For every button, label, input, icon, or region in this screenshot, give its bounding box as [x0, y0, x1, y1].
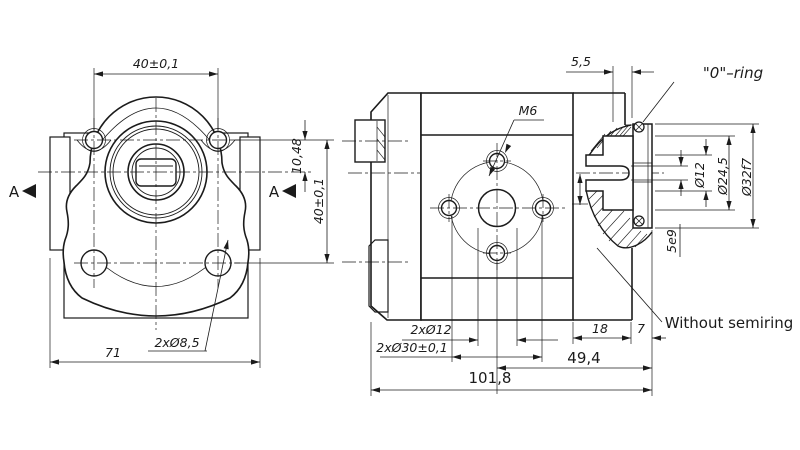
dim-40-top: 40±0,1 — [133, 56, 179, 71]
shaft-section — [585, 135, 634, 211]
front-view — [38, 96, 312, 330]
dim-71: 71 — [105, 345, 121, 360]
dim-7: 7 — [637, 321, 645, 336]
front-view-centerlines — [38, 98, 312, 330]
lower-port-boss — [368, 239, 389, 313]
o-ring-top — [633, 121, 645, 133]
dim-5e9: 5e9 — [664, 229, 679, 253]
shaft-detail-view — [585, 121, 653, 249]
cover-cone-bottom — [585, 189, 653, 249]
dim-10-48: 10,48 — [289, 138, 304, 174]
section-arrow-right — [282, 184, 296, 198]
thread-callout-m6: M6 — [519, 103, 538, 118]
dim-d12: Ø12 — [692, 162, 707, 189]
dim-2x30: 2xØ30±0,1 — [376, 340, 447, 355]
dim-49-4: 49,4 — [567, 349, 600, 367]
section-arrow-left — [22, 184, 36, 198]
dim-5-5: 5,5 — [571, 54, 591, 69]
dim-101-8: 101,8 — [469, 369, 512, 387]
dim-d32f7: Ø32f7 — [739, 158, 754, 197]
dim-d24-5: Ø24,5 — [715, 157, 730, 196]
hole-callout-2x85: 2xØ8,5 — [154, 335, 199, 350]
o-ring-bottom — [633, 215, 645, 227]
section-label-left: A — [9, 183, 20, 201]
mounting-flange-plate — [632, 123, 653, 229]
dim-18: 18 — [592, 321, 608, 336]
labels: 40±0,1 10,48 40±0,1 A A 2xØ8,5 71 5,5 M6… — [9, 54, 793, 387]
note-without-semiring: Without semiring — [665, 314, 794, 332]
dim-40-right: 40±0,1 — [311, 178, 326, 224]
section-label-right: A — [269, 183, 280, 201]
oring-label: "0"–ring — [703, 64, 763, 82]
dim-2x12: 2xØ12 — [410, 322, 451, 337]
dimension-arrows — [22, 69, 756, 393]
